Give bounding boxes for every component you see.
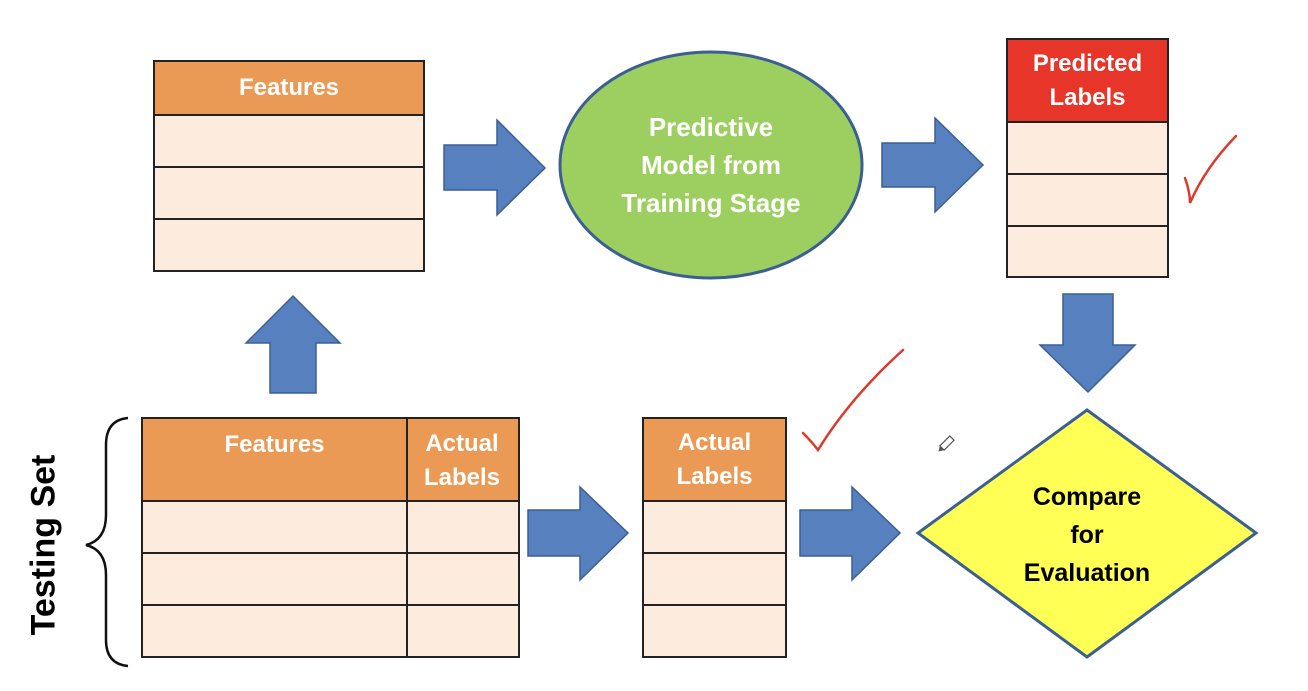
actual-labels-table: Actual Labels — [642, 417, 787, 658]
features-table: Features — [153, 60, 425, 272]
arrow-right-icon — [799, 485, 902, 582]
testing-set-label: Testing Set — [24, 454, 63, 636]
table-row-divider — [1008, 225, 1167, 227]
actual-labels-header: Actual Labels — [644, 419, 785, 502]
predictive-model-label: Predictive Model from Training Stage — [621, 112, 801, 218]
arrow-up-icon — [244, 294, 342, 394]
compare-node — [915, 408, 1259, 659]
brace-icon — [85, 416, 129, 668]
pencil-icon — [938, 435, 955, 452]
table-row-divider — [644, 604, 785, 606]
predicted-labels-table: Predicted Labels — [1006, 38, 1169, 278]
arrow-right-icon — [527, 485, 630, 582]
checkmark-icon — [1183, 134, 1238, 204]
checkmark-icon — [801, 348, 905, 453]
testing-actual-labels-header: Actual Labels — [423, 429, 501, 491]
testing-set-table: Features Actual Labels — [141, 417, 520, 658]
arrow-down-icon — [1038, 293, 1137, 394]
table-row-divider — [155, 166, 423, 168]
compare-label: Compare for Evaluation — [1023, 483, 1151, 587]
arrow-right-icon — [443, 118, 547, 217]
testing-set-header — [143, 419, 518, 502]
table-row-divider — [155, 218, 423, 220]
table-column-divider — [406, 419, 408, 656]
table-row-divider — [644, 552, 785, 554]
predicted-labels-header: Predicted Labels — [1008, 40, 1167, 123]
table-row-divider — [1008, 173, 1167, 175]
table-row-divider — [143, 604, 518, 606]
testing-features-header: Features — [224, 431, 325, 458]
predictive-model-node — [558, 50, 864, 280]
table-row-divider — [143, 552, 518, 554]
arrow-right-icon — [881, 116, 985, 214]
features-table-header: Features — [155, 62, 423, 116]
